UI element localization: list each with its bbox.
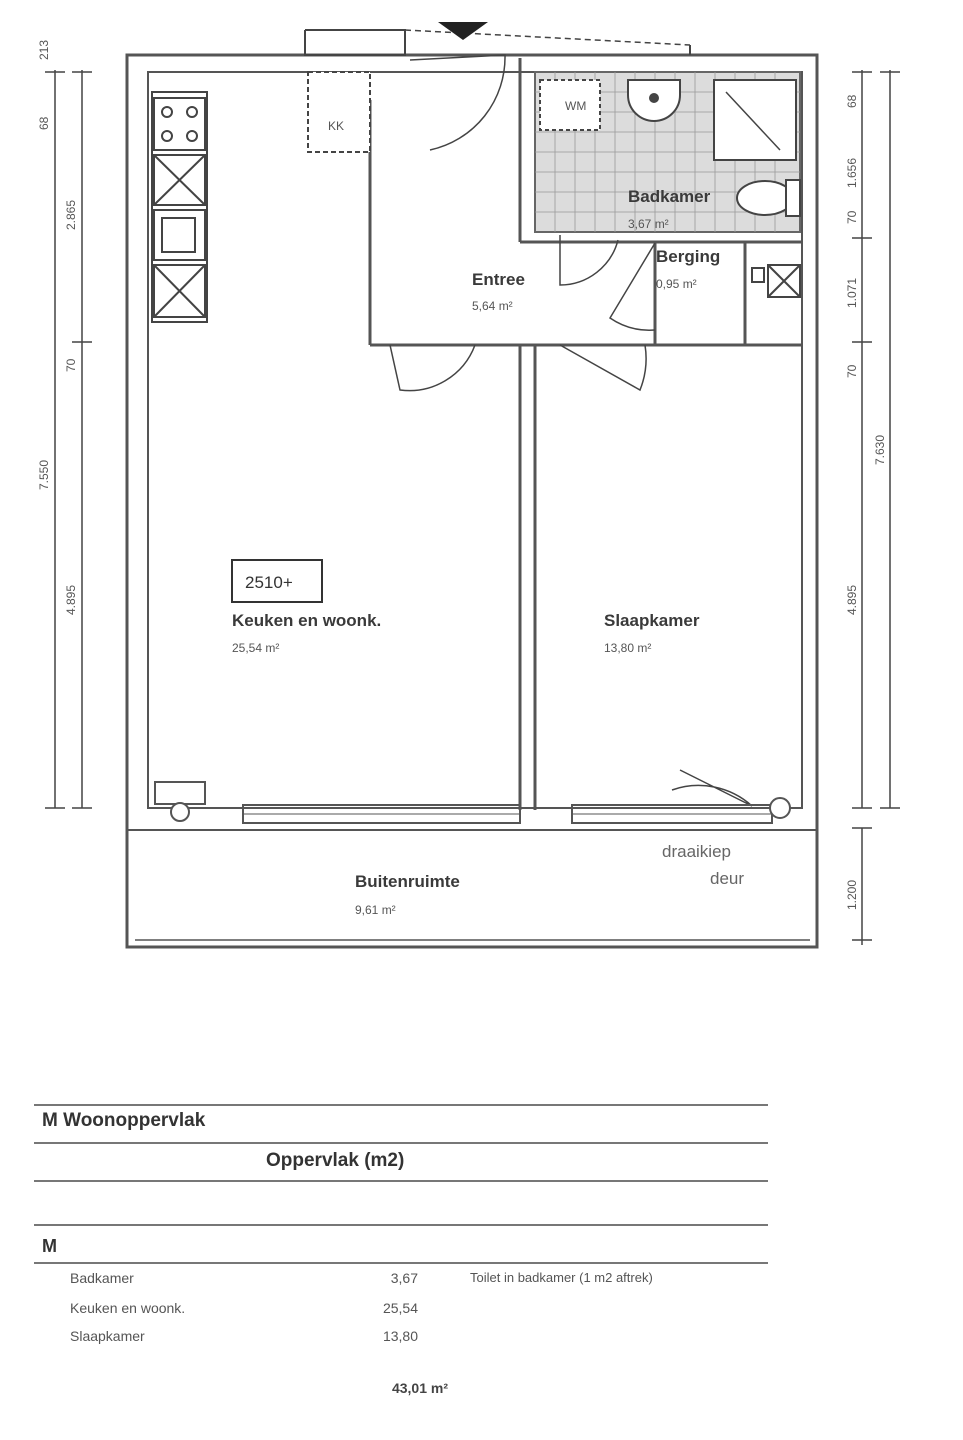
- row-value: 25,54: [382, 1300, 418, 1316]
- dim-right-2: 1.656: [845, 158, 859, 188]
- entrance-door: [304, 22, 691, 151]
- floor-plan: WM KK: [37, 22, 900, 949]
- table-row: Keuken en woonk. 25,54: [34, 1300, 768, 1324]
- dim-right-3: 70: [845, 210, 859, 224]
- balcony: [127, 829, 817, 941]
- dim-left-3: 2.865: [64, 200, 78, 230]
- dim-left-5: 4.895: [64, 585, 78, 615]
- inner-doors: [389, 235, 753, 807]
- table-group-label: M: [42, 1236, 57, 1256]
- room-name-bedroom: Slaapkamer: [604, 611, 700, 630]
- bathroom-fixtures: [539, 79, 801, 217]
- door-note-line2: deur: [710, 869, 744, 888]
- table-rule: [34, 1104, 768, 1106]
- room-area-entrance: 5,64 m²: [472, 299, 513, 313]
- outer-walls: [125, 53, 819, 949]
- area-table: M Woonoppervlak Oppervlak (m2) M Badkame…: [34, 1100, 768, 1420]
- unit-code: 2510+: [245, 573, 293, 592]
- room-area-outdoor: 9,61 m²: [355, 903, 396, 917]
- kitchen-counter: [151, 71, 371, 323]
- dim-right-1: 68: [845, 94, 859, 108]
- room-name-entrance: Entree: [472, 270, 525, 289]
- table-rule: [34, 1142, 768, 1144]
- table-title: M Woonoppervlak: [42, 1110, 206, 1131]
- table-rule: [34, 1180, 768, 1182]
- fridge-label: KK: [328, 119, 344, 133]
- dim-right-7: 7.630: [873, 435, 887, 465]
- interior-walls: [368, 58, 802, 810]
- row-value: 3,67: [390, 1270, 418, 1286]
- table-column-header: Oppervlak (m2): [266, 1150, 405, 1171]
- row-note: Toilet in badkamer (1 m2 aftrek): [470, 1270, 653, 1285]
- table-total: 43,01 m²: [391, 1380, 448, 1396]
- room-area-kitchen-living: 25,54 m²: [232, 641, 279, 655]
- dim-left-6: 7.550: [37, 460, 51, 490]
- dim-left-4: 70: [64, 358, 78, 372]
- table-row: Badkamer 3,67 Toilet in badkamer (1 m2 a…: [34, 1270, 768, 1294]
- row-name: Keuken en woonk.: [70, 1300, 186, 1316]
- table-row: Slaapkamer 13,80: [34, 1328, 768, 1352]
- unit-code-box: [231, 559, 323, 603]
- dim-right-5: 70: [845, 364, 859, 378]
- right-dimension-lines: [852, 70, 900, 945]
- room-name-outdoor: Buitenruimte: [355, 872, 460, 891]
- dim-left-1: 213: [37, 40, 51, 60]
- room-area-bedroom: 13,80 m²: [604, 641, 651, 655]
- storage-fixtures: [751, 264, 801, 298]
- row-name: Slaapkamer: [70, 1328, 145, 1344]
- table-rule: [34, 1262, 768, 1264]
- room-area-bathroom: 3,67 m²: [628, 217, 669, 231]
- dim-right-4: 1.071: [845, 278, 859, 308]
- dim-right-8: 1.200: [845, 880, 859, 910]
- dim-left-2: 68: [37, 116, 51, 130]
- facade-windows: [154, 781, 791, 824]
- table-rule: [34, 1224, 768, 1226]
- dim-right-6: 4.895: [845, 585, 859, 615]
- washer-label: WM: [565, 99, 586, 113]
- left-dimension-lines: [45, 70, 92, 809]
- door-note-line1: draaikiep: [662, 842, 731, 861]
- row-value: 13,80: [382, 1328, 418, 1344]
- room-name-kitchen-living: Keuken en woonk.: [232, 611, 381, 630]
- row-name: Badkamer: [70, 1270, 134, 1286]
- room-area-storage: 0,95 m²: [656, 277, 697, 291]
- room-name-bathroom: Badkamer: [628, 187, 711, 206]
- room-name-storage: Berging: [656, 247, 720, 266]
